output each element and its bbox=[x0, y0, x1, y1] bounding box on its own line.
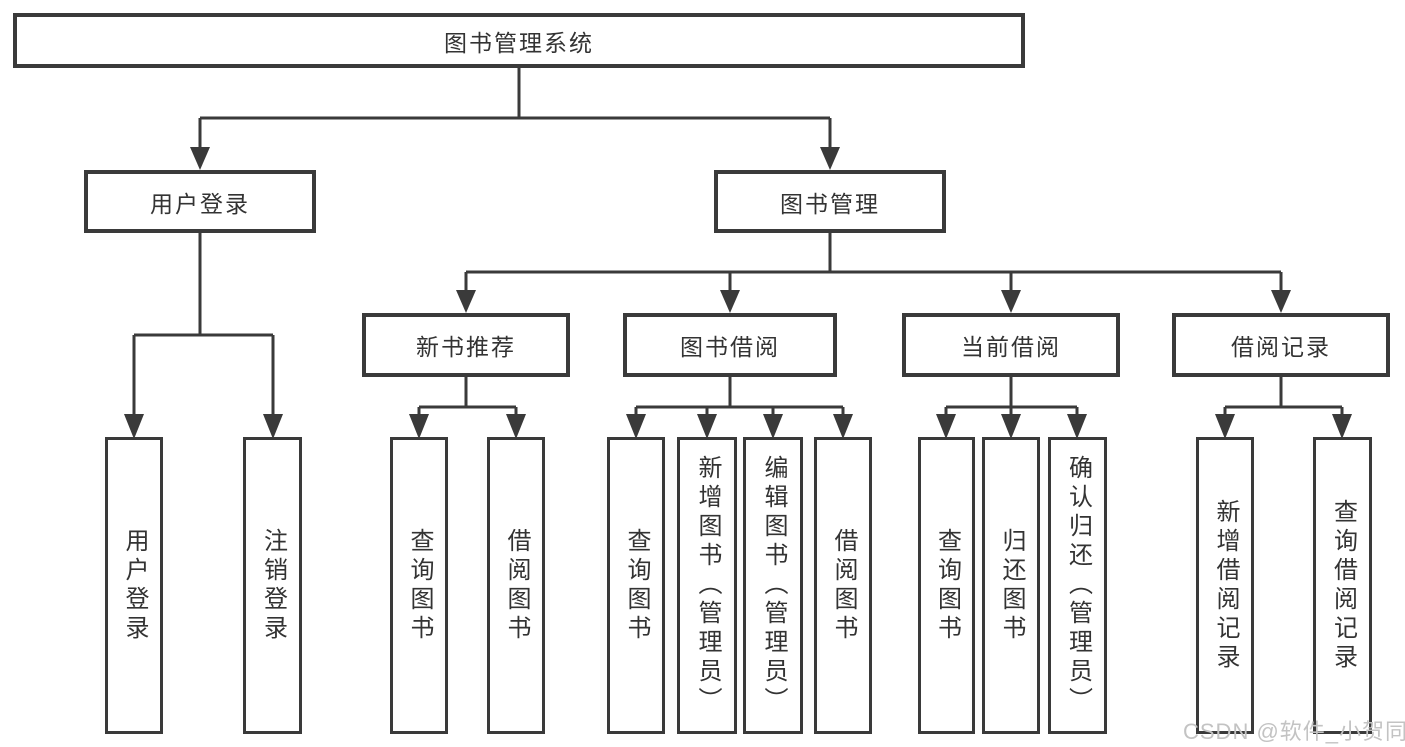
leaf-label: 新增借阅记录 bbox=[1212, 498, 1239, 673]
leaf-label: 借阅图书 bbox=[830, 527, 857, 644]
leaf-add-borrow-record: 新增借阅记录 bbox=[1196, 437, 1254, 734]
node-new-book-recommendation: 新书推荐 bbox=[362, 313, 570, 377]
leaf-edit-books-admin: 编辑图书（管理员） bbox=[743, 437, 803, 734]
node-label: 用户登录 bbox=[150, 190, 250, 217]
node-current-borrowing: 当前借阅 bbox=[902, 313, 1120, 377]
watermark: CSDN @软件_小贺同学 bbox=[1183, 719, 1405, 744]
leaf-label: 查询图书 bbox=[623, 527, 650, 644]
leaf-label: 归还图书 bbox=[998, 527, 1025, 644]
leaf-query-books-current: 查询图书 bbox=[918, 437, 975, 734]
leaf-label: 查询借阅记录 bbox=[1329, 498, 1357, 673]
leaf-label: 编辑图书（管理员） bbox=[760, 455, 787, 716]
leaf-borrow-books-borrowing: 借阅图书 bbox=[814, 437, 872, 734]
leaf-query-books-newbook: 查询图书 bbox=[390, 437, 448, 734]
node-label: 图书借阅 bbox=[680, 334, 780, 360]
arrowheads bbox=[124, 147, 1352, 439]
leaf-borrow-books-newbook: 借阅图书 bbox=[487, 437, 545, 734]
leaf-label: 查询图书 bbox=[406, 527, 433, 644]
leaf-label: 查询图书 bbox=[933, 527, 961, 644]
leaf-label: 用户登录 bbox=[121, 527, 148, 644]
leaf-user-login: 用户登录 bbox=[105, 437, 163, 734]
node-label: 新书推荐 bbox=[416, 334, 516, 360]
leaf-label: 确认归还（管理员） bbox=[1064, 455, 1092, 716]
node-book-borrowing: 图书借阅 bbox=[623, 313, 837, 377]
leaf-query-books-borrowing: 查询图书 bbox=[607, 437, 665, 734]
leaf-add-books-admin: 新增图书（管理员） bbox=[677, 437, 737, 734]
node-user-login: 用户登录 bbox=[84, 170, 316, 233]
leaf-label: 借阅图书 bbox=[503, 527, 530, 644]
node-label: 图书管理系统 bbox=[444, 29, 594, 56]
leaf-query-borrow-record: 查询借阅记录 bbox=[1313, 437, 1372, 734]
node-borrowing-records: 借阅记录 bbox=[1172, 313, 1390, 377]
node-label: 当前借阅 bbox=[961, 334, 1061, 360]
leaf-label: 注销登录 bbox=[259, 527, 287, 644]
node-library-management-system: 图书管理系统 bbox=[13, 13, 1025, 68]
node-book-management: 图书管理 bbox=[714, 170, 946, 233]
node-label: 图书管理 bbox=[780, 190, 880, 217]
leaf-return-books: 归还图书 bbox=[982, 437, 1040, 734]
leaf-label: 新增图书（管理员） bbox=[694, 455, 721, 716]
leaf-logout-login: 注销登录 bbox=[243, 437, 302, 734]
node-label: 借阅记录 bbox=[1231, 334, 1331, 360]
connector-path bbox=[132, 68, 1344, 419]
leaf-confirm-return-admin: 确认归还（管理员） bbox=[1048, 437, 1107, 734]
